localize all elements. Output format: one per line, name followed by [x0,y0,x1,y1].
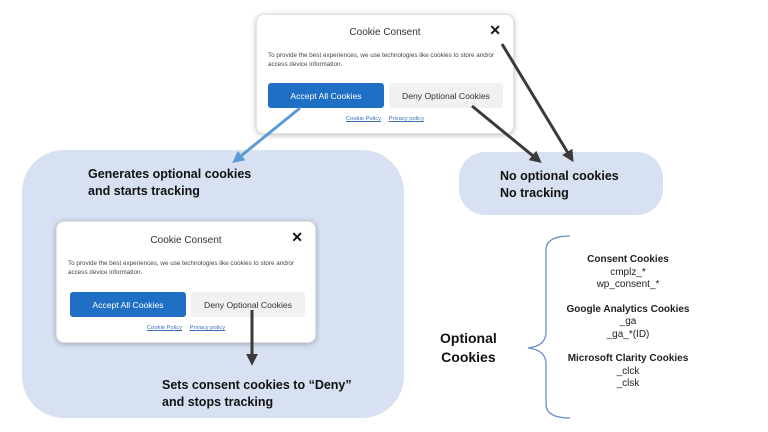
label-line: Generates optional cookies [88,167,252,181]
dialog-title: Cookie Consent [349,27,421,38]
label-line: No optional cookies [500,169,619,183]
dialog-title: Cookie Consent [150,235,222,246]
cookie-name: _clsk [616,378,640,389]
cookie-name: _clck [616,365,640,377]
cookie-name: _ga [619,316,637,327]
deny-optional-cookies-button[interactable]: Deny Optional Cookies [389,83,503,108]
label-line: and starts tracking [88,184,200,198]
dialog-links: Cookie Policy Privacy policy [57,325,315,331]
accept-all-cookies-button[interactable]: Accept All Cookies [268,83,384,108]
dialog-links: Cookie Policy Privacy policy [257,116,513,122]
cookie-group-heading: Google Analytics Cookies [566,303,690,315]
cookie-group-consent: Consent Cookies cmplz_* wp_consent_* [550,254,706,292]
dialog-text: To provide the best experiences, we use … [268,52,495,68]
sets-consent-label: Sets consent cookies to “Deny” and stops… [162,377,352,411]
optional-cookies-label: Optional Cookies [440,329,497,367]
generates-cookies-label: Generates optional cookies and starts tr… [88,166,251,200]
no-optional-cookies-label: No optional cookies No tracking [500,168,619,202]
label-line: and stops tracking [162,395,274,409]
privacy-policy-link[interactable]: Privacy policy [388,116,425,122]
cookie-group-google-analytics: Google Analytics Cookies _ga _ga_*(ID) [550,304,706,342]
cookie-policy-link[interactable]: Cookie Policy [345,116,382,122]
dialog-text: To provide the best experiences, we use … [68,260,295,276]
cookie-consent-dialog-inner: Cookie Consent ✕ To provide the best exp… [56,221,316,343]
close-icon[interactable]: ✕ [489,22,501,38]
deny-optional-cookies-button[interactable]: Deny Optional Cookies [191,292,305,317]
label-line: Optional [440,330,497,346]
deny-outcome-bubble [459,152,663,215]
cookie-name: wp_consent_* [596,279,660,290]
accept-all-cookies-button[interactable]: Accept All Cookies [70,292,186,317]
cookie-policy-link[interactable]: Cookie Policy [146,325,183,331]
privacy-policy-link[interactable]: Privacy policy [189,325,226,331]
cookie-group-heading: Microsoft Clarity Cookies [567,353,689,364]
label-line: Cookies [441,349,496,365]
cookie-list: Consent Cookies cmplz_* wp_consent_* Goo… [550,254,706,403]
cookie-group-microsoft-clarity: Microsoft Clarity Cookies _clck _clsk [550,353,706,391]
cookie-name: _ga_*(ID) [606,328,650,340]
label-line: Sets consent cookies to “Deny” [162,378,352,392]
cookie-consent-dialog-top: Cookie Consent ✕ To provide the best exp… [256,14,514,134]
cookie-group-heading: Consent Cookies [587,254,669,265]
label-line: No tracking [500,186,569,200]
cookie-name: cmplz_* [610,266,646,278]
close-icon[interactable]: ✕ [291,229,303,245]
